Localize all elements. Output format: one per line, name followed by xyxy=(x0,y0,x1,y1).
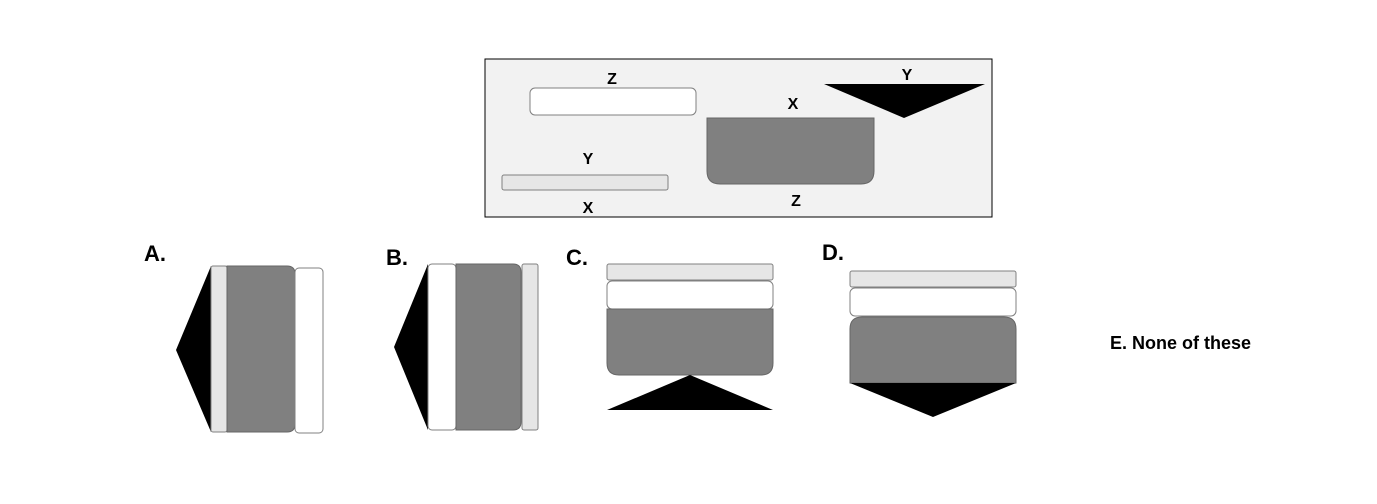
option-b-triangle xyxy=(394,264,428,430)
triangle-piece xyxy=(824,84,985,118)
option-a-white-bar xyxy=(294,267,324,434)
thin-bar-label-bottom: X xyxy=(583,200,594,217)
option-a[interactable]: A. xyxy=(144,241,324,434)
option-b-letter: B. xyxy=(386,245,408,270)
option-a-triangle xyxy=(176,266,211,432)
option-b-white-bar xyxy=(427,263,457,431)
option-d-triangle xyxy=(850,383,1016,417)
option-d-thin-bar xyxy=(849,270,1017,288)
option-c-white-bar xyxy=(606,280,774,310)
option-b-grey-block xyxy=(455,263,522,431)
option-a-letter: A. xyxy=(144,241,166,266)
option-c-triangle xyxy=(607,375,773,410)
option-c-letter: C. xyxy=(566,245,588,270)
option-b[interactable]: B. xyxy=(386,245,539,431)
white-bar-piece xyxy=(529,87,697,116)
option-c-grey-block xyxy=(606,308,774,376)
option-d-letter: D. xyxy=(822,240,844,265)
option-d-white-bar xyxy=(849,287,1017,317)
option-e-text[interactable]: E. None of these xyxy=(1110,333,1251,353)
thin-bar-label-top: Y xyxy=(583,151,594,168)
option-d-grey-block xyxy=(849,316,1017,384)
thin-bar-piece xyxy=(501,174,669,191)
grey-block-piece xyxy=(706,117,875,185)
triangle-label-top: Y xyxy=(902,67,913,84)
option-b-thin-bar xyxy=(521,263,539,431)
white-bar-label-top: Z xyxy=(607,71,617,88)
grey-block-label-bottom: Z xyxy=(791,193,801,210)
option-c[interactable]: C. xyxy=(566,245,774,410)
option-c-thin-bar xyxy=(606,263,774,281)
option-a-thin-bar xyxy=(210,265,228,433)
option-a-grey-block xyxy=(226,265,296,433)
question-panel: Z Y X Z Y X xyxy=(484,58,993,218)
grey-block-label-top: X xyxy=(788,96,799,113)
option-d[interactable]: D. xyxy=(822,240,1017,417)
